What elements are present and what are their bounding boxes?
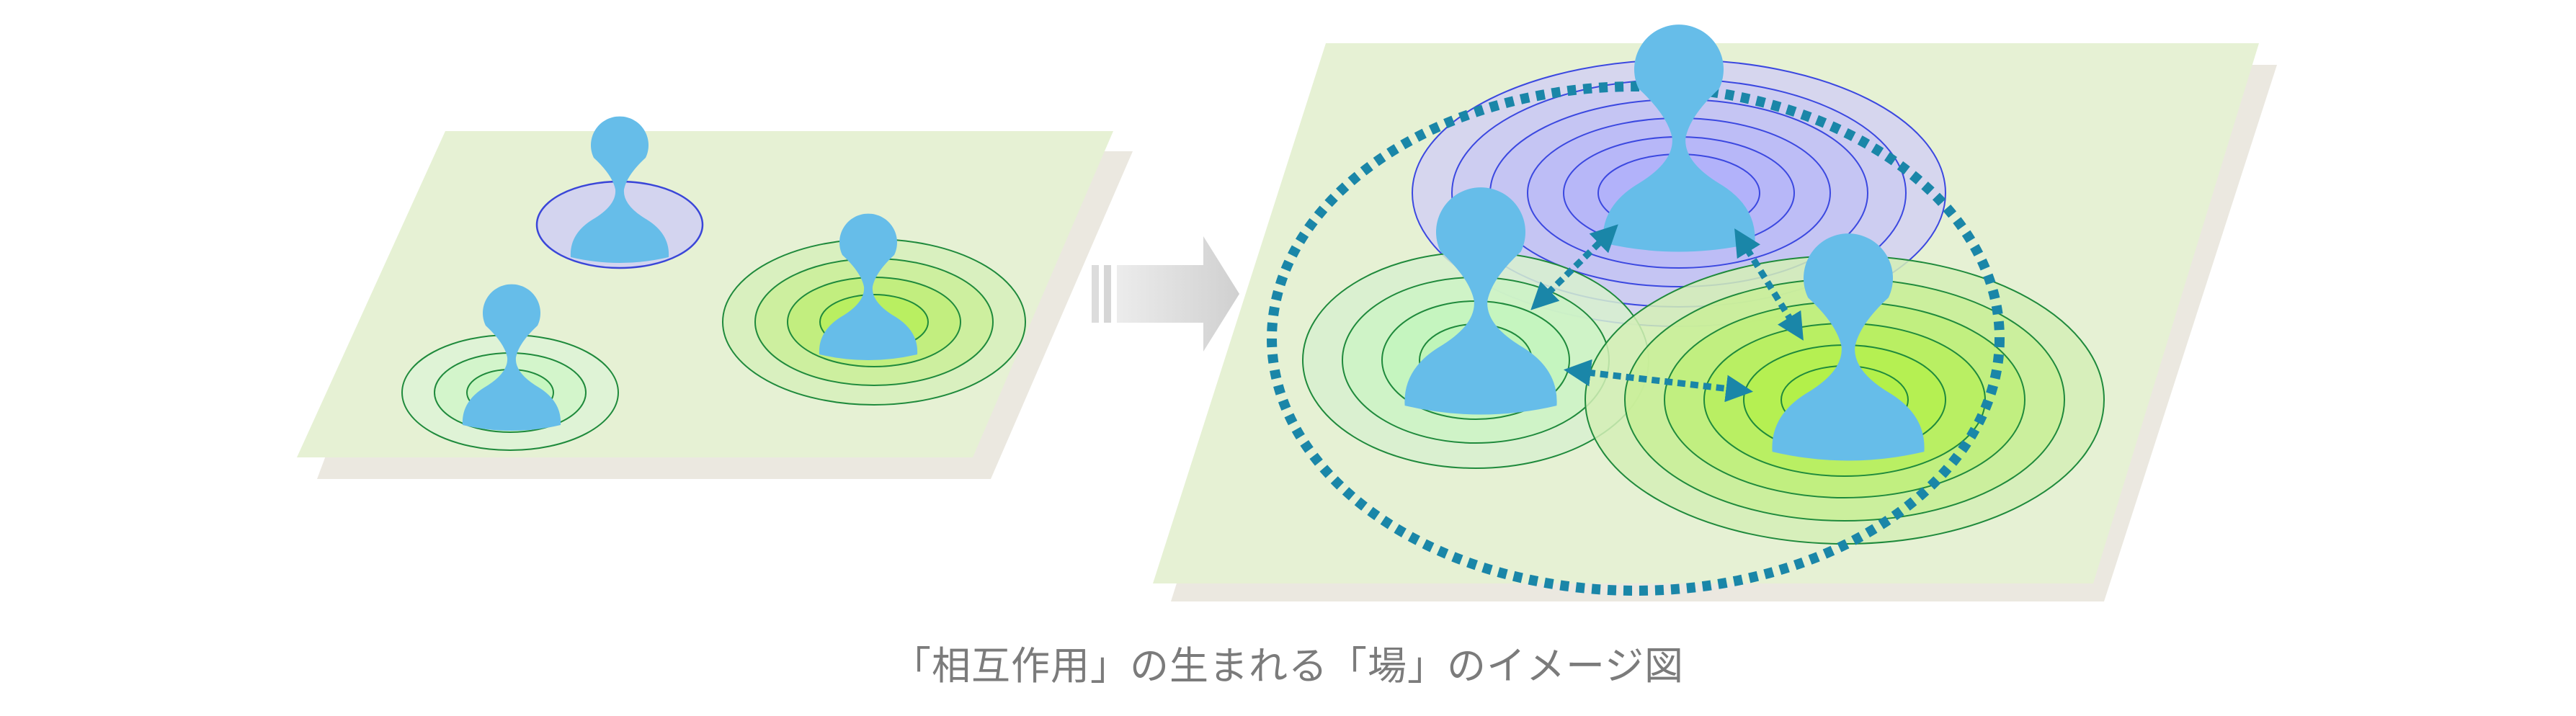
right-scene [1153, 24, 2277, 601]
pawn-figure-icon [462, 284, 561, 431]
right-arrow-icon [1092, 236, 1239, 352]
pawn-figure-icon [1404, 187, 1557, 415]
interaction-arrow [1563, 359, 1754, 403]
diagram-caption: 「相互作用」の生まれる「場」のイメージ図 [892, 643, 1684, 689]
interaction-arrow [1530, 224, 1618, 310]
pawn-figure-icon [819, 213, 918, 360]
interaction-arrow [1734, 228, 1804, 341]
pawn-figure-icon [1603, 24, 1755, 252]
interaction-arrows [1530, 224, 1804, 403]
pawn-figure-icon [570, 116, 669, 263]
left-scene [297, 116, 1133, 479]
pawn-figure-icon [1772, 233, 1925, 461]
shared-field-boundary [1267, 81, 2005, 596]
